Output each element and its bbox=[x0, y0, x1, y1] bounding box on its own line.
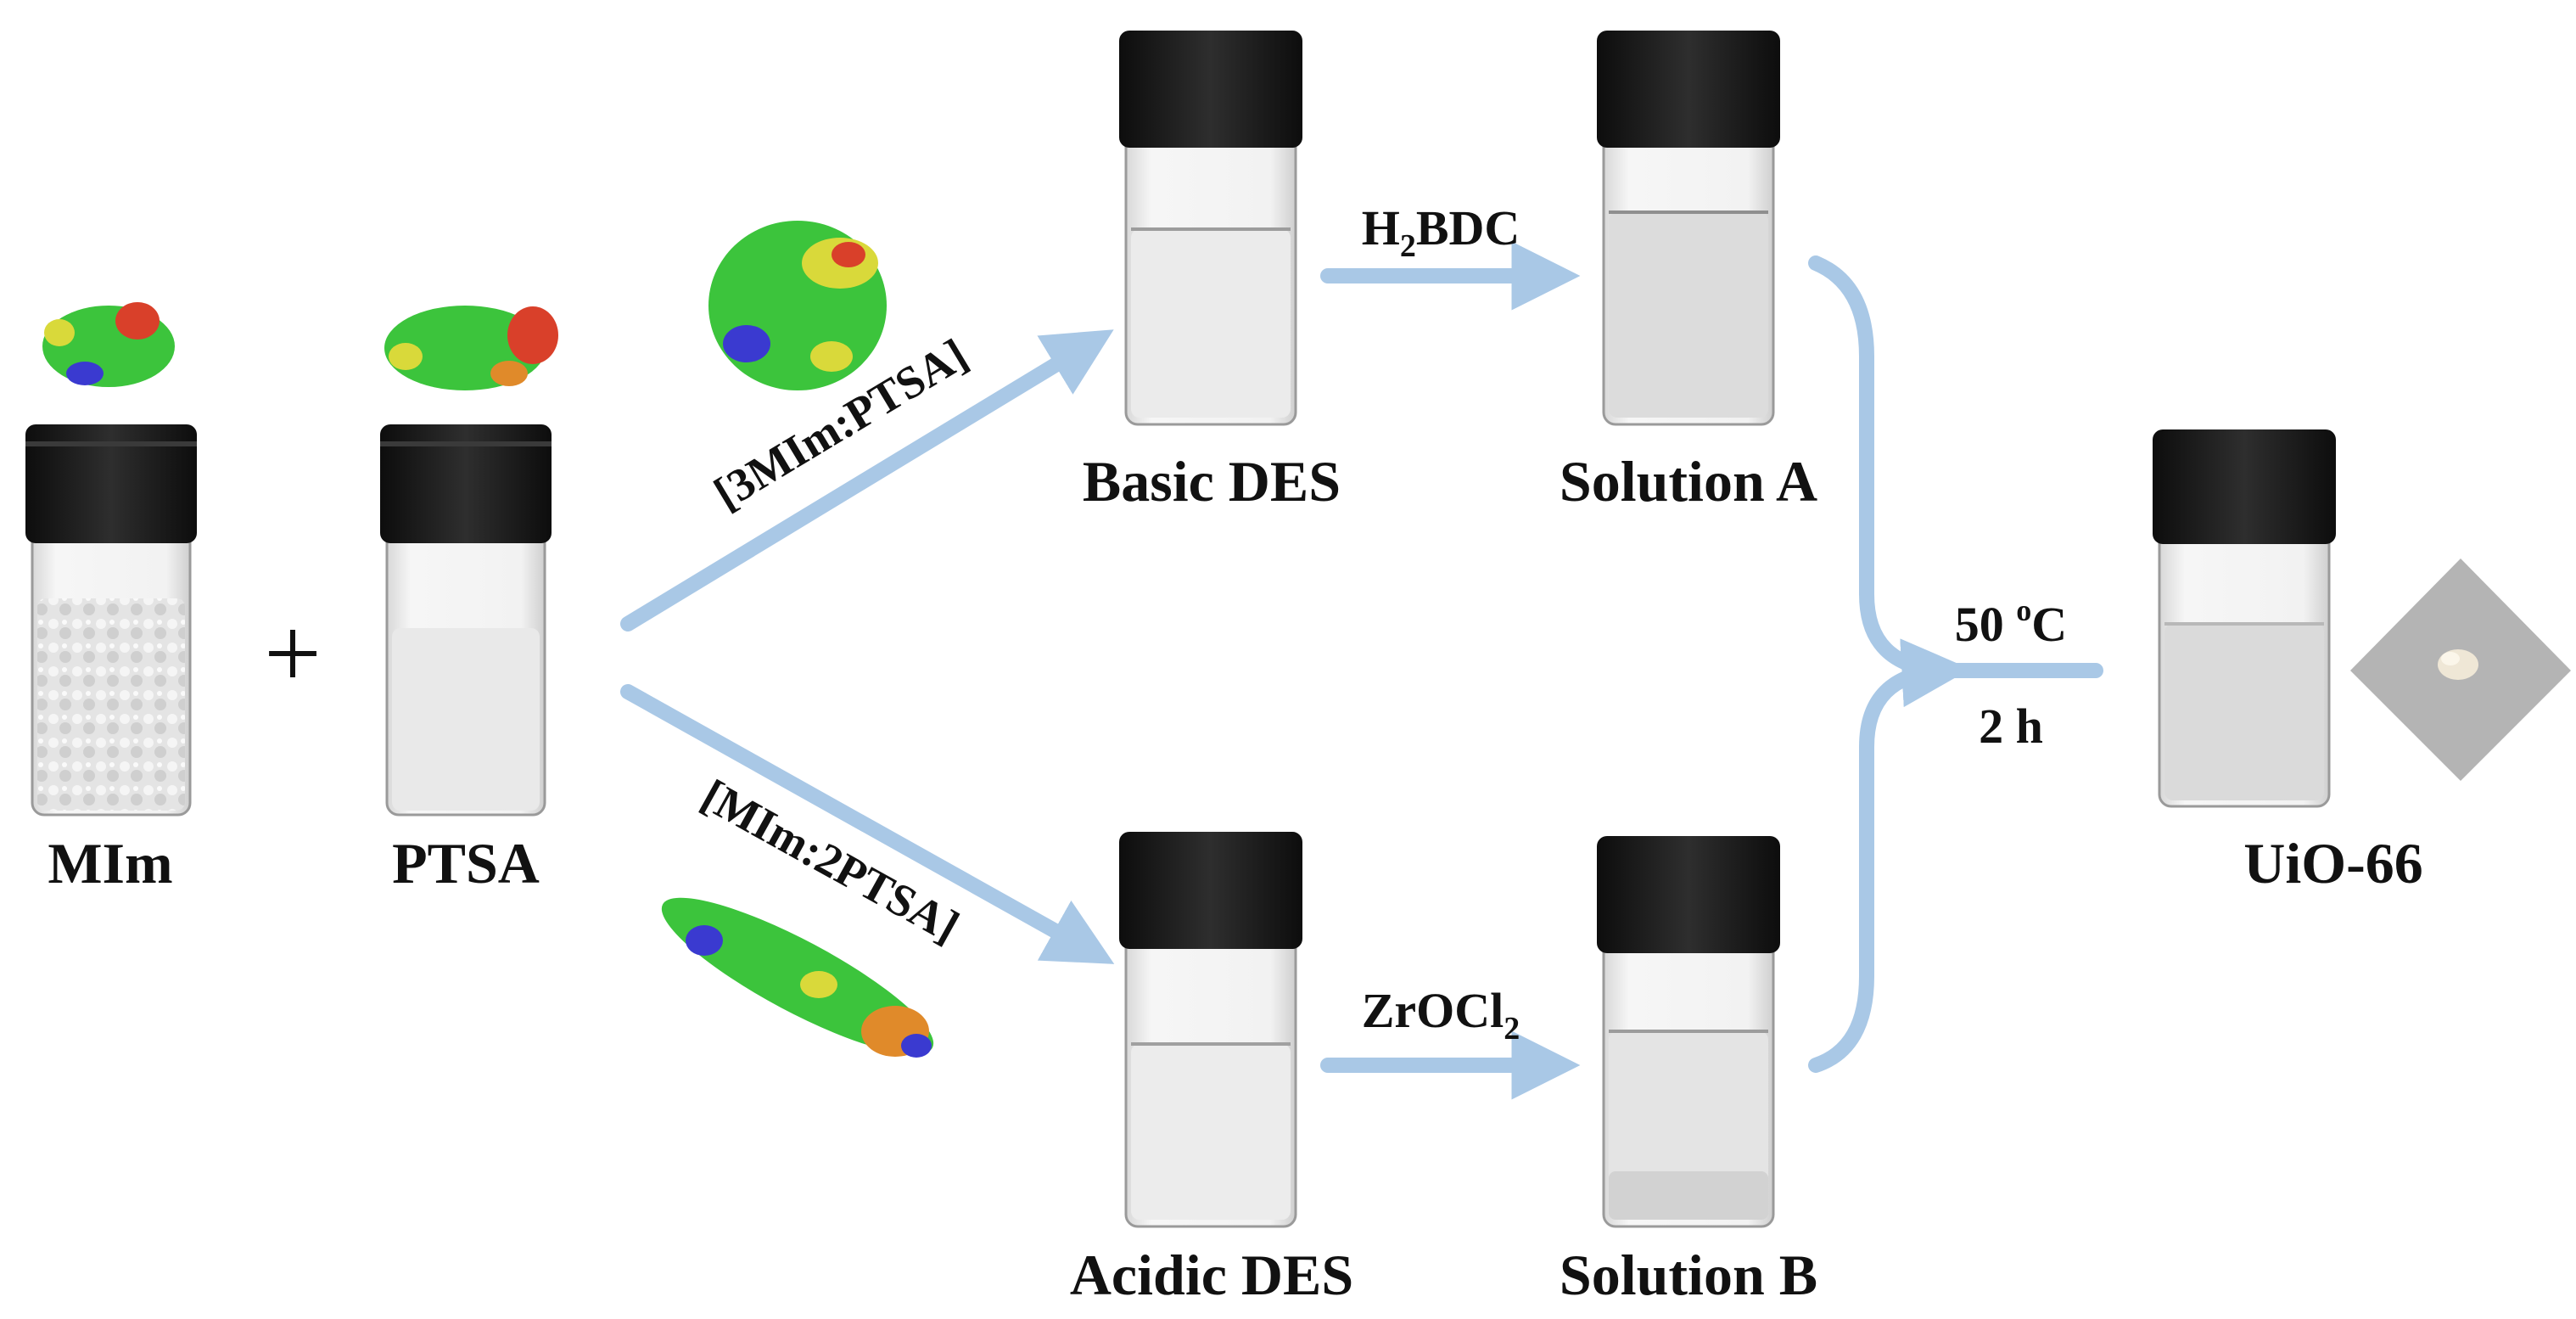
merge-bracket-path bbox=[1808, 255, 2103, 1073]
vial-ptsa bbox=[380, 424, 552, 817]
plus-sign: + bbox=[264, 597, 322, 710]
ptsa-esp-molecule-icon bbox=[384, 306, 558, 390]
reagent-zrocl2: ZrOCl2 bbox=[1362, 983, 1520, 1047]
label-solution-b: Solution B bbox=[1560, 1243, 1817, 1307]
label-solution-a: Solution A bbox=[1560, 449, 1817, 514]
arrows bbox=[620, 241, 2103, 1100]
arrow-to-acidic-des bbox=[620, 684, 1115, 964]
label-uio66: UiO-66 bbox=[2243, 831, 2423, 895]
vial-acidic-des bbox=[1119, 832, 1302, 1228]
label-acidic-des: Acidic DES bbox=[1070, 1243, 1353, 1307]
uio66-powder-sample bbox=[2350, 558, 2571, 781]
condition-time: 2 h bbox=[1979, 699, 2043, 754]
condition-temperature: 50 oC bbox=[1955, 593, 2067, 652]
reagent-h2bdc: H2BDC bbox=[1362, 200, 1520, 264]
vial-solution-a bbox=[1597, 31, 1780, 426]
vial-basic-des bbox=[1119, 31, 1302, 426]
label-basic-des: Basic DES bbox=[1083, 449, 1341, 514]
acidic-des-esp-molecule-icon bbox=[661, 897, 934, 1058]
label-mim: MIm bbox=[48, 831, 172, 895]
label-ptsa: PTSA bbox=[392, 831, 540, 895]
vial-uio66 bbox=[2153, 429, 2336, 808]
vial-mim bbox=[25, 424, 197, 817]
mim-esp-molecule-icon bbox=[42, 302, 175, 387]
arrow-to-basic-des bbox=[620, 329, 1114, 631]
vial-solution-b bbox=[1597, 836, 1780, 1228]
basic-des-esp-molecule-icon bbox=[708, 221, 887, 390]
